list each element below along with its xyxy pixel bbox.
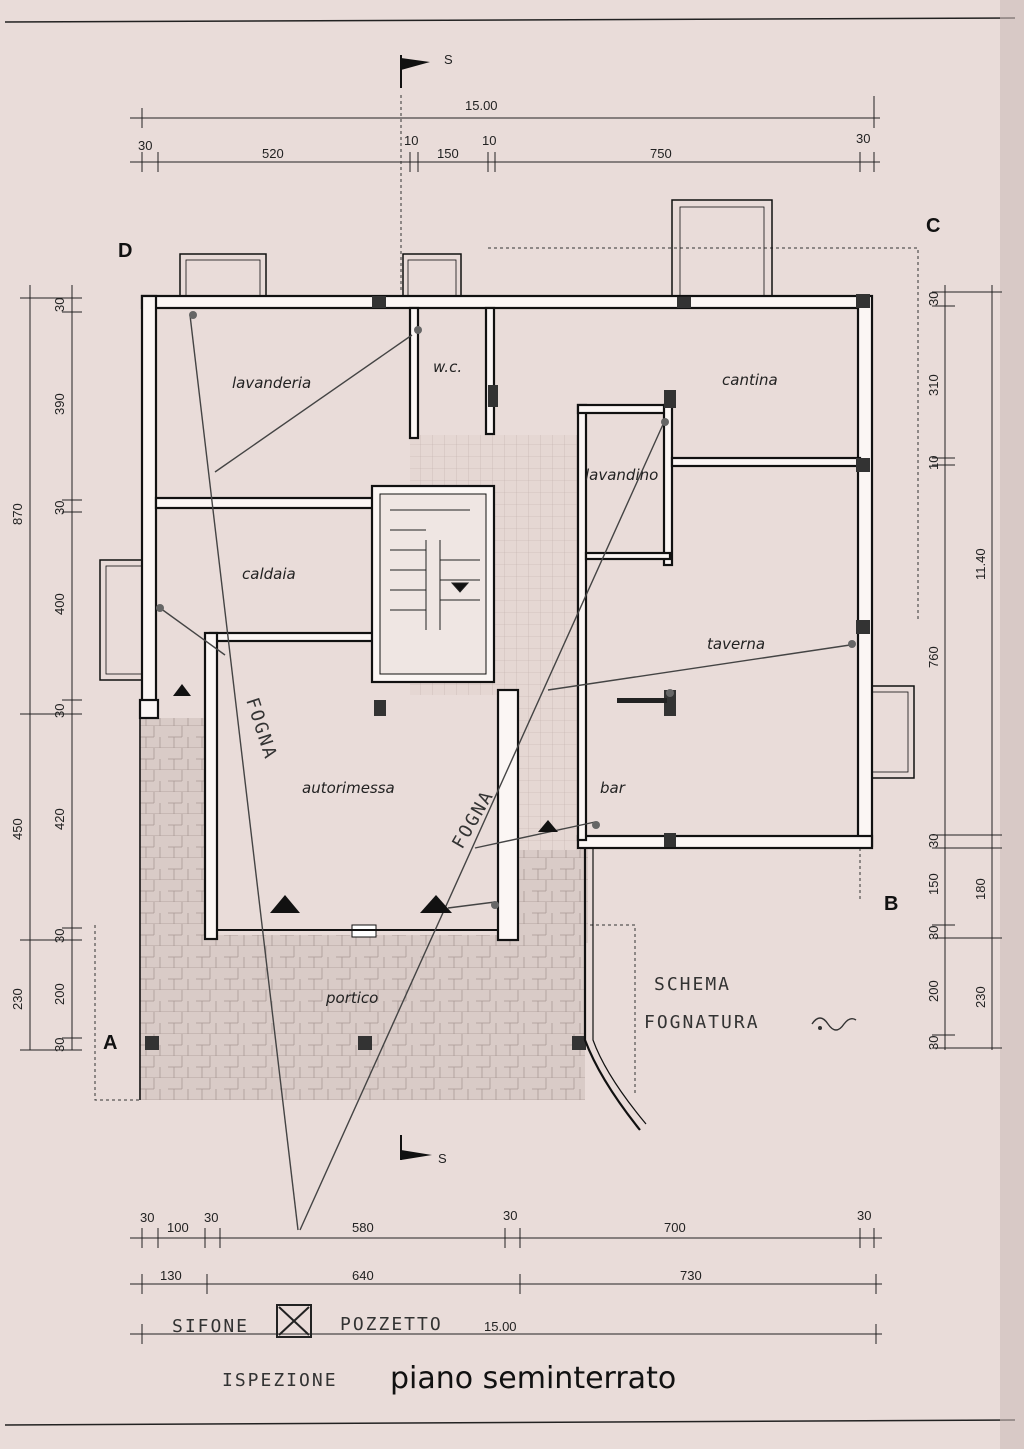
top-dimensions: 15.00 30 520 10 150 10 750 30 [130, 96, 880, 172]
dim-bottom-a: 30 [140, 1210, 154, 1225]
room-taverna: taverna [707, 635, 765, 653]
dim-right-l: 30 [926, 1036, 941, 1050]
dim-bottom-i: 640 [352, 1268, 374, 1283]
dim-bottom-g: 30 [857, 1208, 871, 1223]
room-autorimessa: autorimessa [302, 779, 395, 797]
dim-bottom-d: 580 [352, 1220, 374, 1235]
room-lavanderia: lavanderia [232, 374, 311, 392]
dim-right-i: 30 [926, 926, 941, 940]
legend-sifone-pozzetto: SIFONE POZZETTO [172, 1304, 443, 1338]
corner-d: D [118, 240, 132, 262]
dim-top-7: 30 [856, 131, 870, 146]
dim-right-g: 150 [926, 873, 941, 895]
dim-top-6: 750 [650, 146, 672, 161]
dim-right-j: 200 [926, 980, 941, 1002]
section-label-top: S [444, 52, 453, 67]
dim-bottom-e: 30 [503, 1208, 517, 1223]
dim-left-f: 420 [52, 808, 67, 830]
left-dimensions: 870 30 390 30 400 30 420 450 30 200 230 … [10, 285, 82, 1052]
dim-left-a: 30 [52, 298, 67, 312]
dim-bottom-f: 700 [664, 1220, 686, 1235]
dim-left-c: 30 [52, 501, 67, 515]
dim-right-a: 30 [926, 292, 941, 306]
section-marker-top: S [400, 52, 453, 88]
corner-c: C [926, 215, 940, 237]
corner-b: B [884, 893, 898, 915]
dim-bottom-b: 100 [167, 1220, 189, 1235]
room-portico: portico [325, 989, 378, 1007]
legend-pozzetto: POZZETTO [340, 1314, 443, 1335]
note-fognatura: FOGNATURA [644, 1012, 760, 1033]
dim-top-total: 15.00 [465, 98, 498, 113]
dim-left-b: 390 [52, 393, 67, 415]
dim-right-h: 180 [973, 878, 988, 900]
room-labels: lavanderia w.c. cantina lavandino caldai… [232, 358, 778, 1007]
legend-sifone: SIFONE [172, 1316, 249, 1337]
room-caldaia: caldaia [242, 565, 296, 583]
squiggle-icon [811, 1017, 857, 1031]
dim-top-5: 10 [482, 133, 496, 148]
note-fogna-1: FOGNA [241, 695, 281, 763]
dim-bottom-c: 30 [204, 1210, 218, 1225]
dim-bottom-total: 15.00 [484, 1319, 517, 1334]
dim-left-total: 870 [10, 503, 25, 525]
dim-left-h: 30 [52, 929, 67, 943]
dim-left-d: 400 [52, 593, 67, 615]
dim-left-i: 200 [52, 983, 67, 1005]
dim-top-3: 10 [404, 133, 418, 148]
bottom-dimensions: 30 100 30 580 30 700 30 130 640 730 15.0… [130, 1208, 882, 1344]
dim-bottom-h: 130 [160, 1268, 182, 1283]
dim-right-k: 230 [973, 986, 988, 1008]
dim-bottom-j: 730 [680, 1268, 702, 1283]
dim-right-e: 760 [926, 646, 941, 668]
dim-left-k: 30 [52, 1038, 67, 1052]
dim-top-2: 520 [262, 146, 284, 161]
section-marker-bottom: S [400, 1135, 447, 1166]
room-wc: w.c. [433, 358, 462, 376]
room-cantina: cantina [722, 371, 778, 389]
corner-a: A [103, 1032, 117, 1054]
pozzetto-icon [276, 1304, 312, 1338]
corner-labels: D C B A [103, 215, 940, 1054]
title-ispezione: ISPEZIONE [222, 1370, 338, 1391]
staircase [390, 509, 480, 630]
note-fogna-2: FOGNA [448, 786, 498, 852]
dim-right-b: 310 [926, 374, 941, 396]
page-title: piano seminterrato [390, 1361, 676, 1396]
walls [138, 294, 874, 1131]
note-schema: SCHEMA [654, 974, 731, 995]
room-lavandino: lavandino [585, 466, 658, 484]
dim-left-g: 450 [10, 818, 25, 840]
sewer-lines [156, 311, 856, 1231]
right-dimensions: 30 310 10 11.40 760 30 150 180 30 200 23… [926, 285, 1002, 1050]
dim-right-c: 10 [926, 456, 941, 470]
dim-top-1: 30 [138, 138, 152, 153]
dim-left-j: 230 [10, 988, 25, 1010]
dim-right-f: 30 [926, 834, 941, 848]
dim-left-e: 30 [52, 704, 67, 718]
section-label-bottom: S [438, 1151, 447, 1166]
dim-top-4: 150 [437, 146, 459, 161]
dim-right-d: 11.40 [973, 548, 988, 580]
window-wells [99, 199, 915, 779]
room-bar: bar [600, 779, 626, 797]
